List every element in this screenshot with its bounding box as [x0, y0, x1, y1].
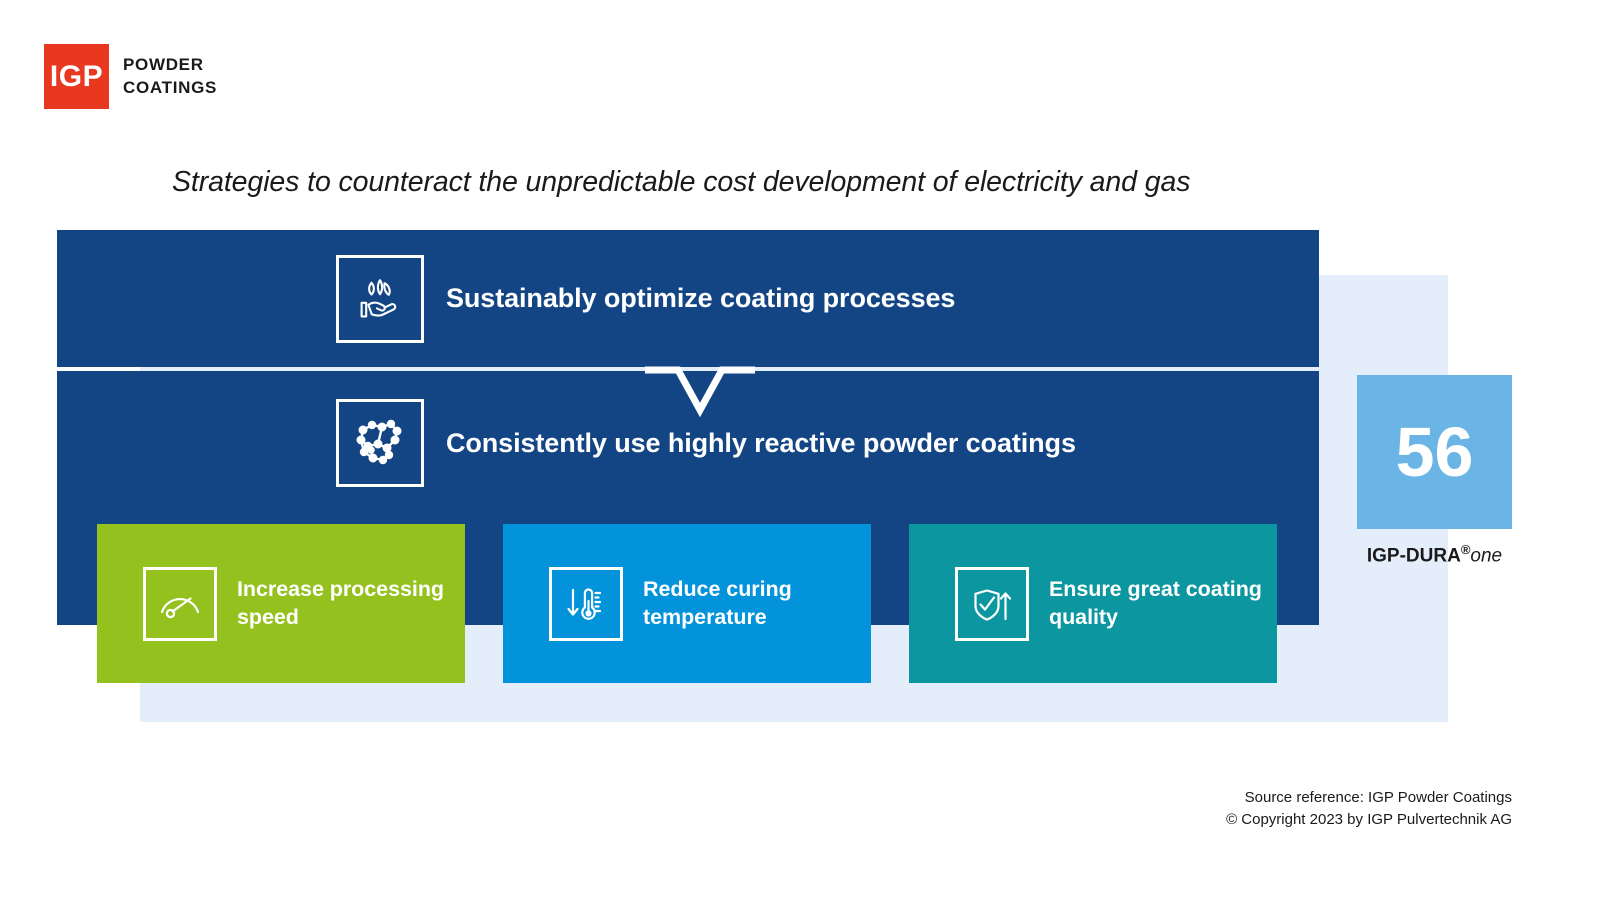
- band-label: Sustainably optimize coating processes: [446, 283, 956, 313]
- logo-word-line1: POWDER: [123, 55, 204, 75]
- footer-source-line: Source reference: IGP Powder Coatings: [1244, 789, 1512, 806]
- speedometer-gauge-icon: [143, 566, 217, 641]
- molecular-chain-icon: [336, 399, 424, 487]
- logo-word-line2: COATINGS: [123, 77, 218, 97]
- logo-mark: IGP: [44, 44, 109, 109]
- badge-caption-suffix: one: [1470, 545, 1503, 567]
- band-label: Consistently use highly reactive powder …: [446, 427, 1076, 458]
- logo-wordmark: POWDER COATINGS: [123, 54, 217, 99]
- footer-copyright-line: © Copyright 2023 by IGP Pulvertechnik AG: [1226, 810, 1512, 828]
- benefit-card-ensure-great-coating-quality: Ensure great coating quality: [909, 524, 1277, 683]
- strategy-band-sustainably-optimize: Sustainably optimize coating processes: [57, 230, 1319, 367]
- footer-credits: Source reference: IGP Powder Coatings © …: [1226, 787, 1512, 831]
- benefit-card-increase-processing-speed: Increase processing speed: [97, 524, 465, 683]
- slide-title: Strategies to counteract the unpredictab…: [172, 166, 1191, 198]
- shield-check-up-arrow-icon: [955, 566, 1029, 641]
- card-label: Increase processing speed: [237, 576, 444, 629]
- registered-trademark-icon: ®: [1460, 542, 1471, 557]
- hand-holding-leaves-icon: [336, 254, 424, 343]
- card-label: Ensure great coating quality: [1049, 576, 1262, 629]
- benefit-card-reduce-curing-temperature: Reduce curing temperature: [503, 524, 871, 683]
- status-badge: 56: [1357, 375, 1512, 529]
- badge-caption-main: IGP-DURA: [1366, 545, 1461, 567]
- badge-number: 56: [1395, 413, 1474, 491]
- badge-caption: IGP-DURA®one: [1357, 542, 1512, 567]
- igp-logo: IGP POWDER COATINGS: [44, 44, 217, 109]
- thermometer-down-arrow-icon: [549, 566, 623, 641]
- logo-mark-text: IGP: [49, 59, 104, 93]
- card-label: Reduce curing temperature: [643, 576, 792, 629]
